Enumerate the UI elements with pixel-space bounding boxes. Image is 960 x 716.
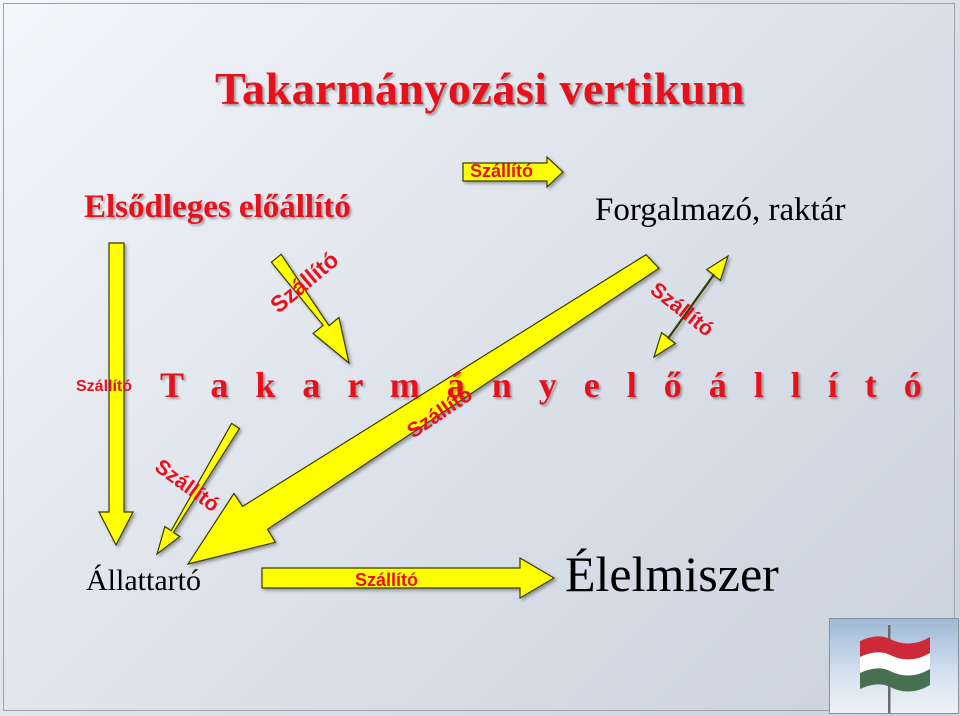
arrow-feed-to-farmer bbox=[155, 422, 241, 556]
node-distributor: Forgalmazó, raktár bbox=[595, 192, 846, 228]
hungarian-flag-image bbox=[829, 618, 959, 714]
edge-label-farmer-food: Szállító bbox=[355, 570, 419, 590]
node-feed-producer: T a k a r m á n y e l ő á l l í t ó bbox=[160, 365, 931, 405]
slide-title: Takarmányozási vertikum bbox=[215, 63, 745, 114]
arrow-distributor-to-farmer bbox=[186, 253, 660, 565]
arrow-primary-to-distributor bbox=[462, 155, 564, 189]
arrow-primary-to-farmer bbox=[98, 242, 134, 547]
edge-label-primary-distributor: Szállító bbox=[470, 161, 534, 181]
flag-icon bbox=[860, 625, 930, 713]
arrow-farmer-to-food bbox=[261, 556, 556, 600]
slide-frame bbox=[3, 3, 955, 711]
node-primary-producer: Elsődleges előállító bbox=[84, 189, 351, 225]
arrow-primary-to-feed bbox=[270, 253, 350, 365]
edge-label-primary-farmer: Szállító bbox=[76, 378, 133, 395]
node-food: Élelmiszer bbox=[565, 546, 779, 602]
node-farmer: Állattartó bbox=[86, 564, 201, 597]
arrow-distributor-feed-double bbox=[652, 254, 730, 359]
